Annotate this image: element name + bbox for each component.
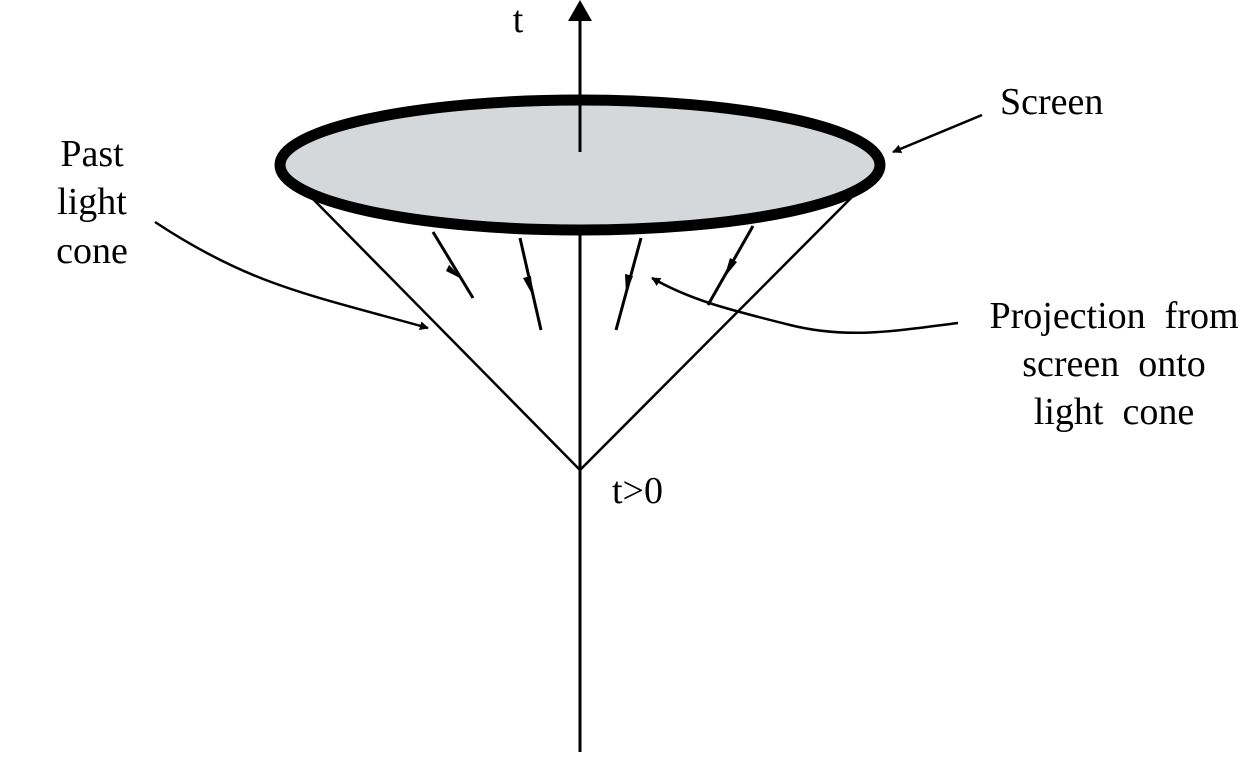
screen-pointer bbox=[892, 113, 983, 154]
light-cone-right-edge bbox=[579, 193, 856, 471]
projection-arrow bbox=[706, 225, 755, 306]
projection-arrow bbox=[518, 237, 543, 331]
projection-label-line-1: Projection from bbox=[989, 295, 1238, 337]
projection-arrows bbox=[431, 225, 755, 331]
projection-pointer bbox=[651, 276, 959, 335]
projection-arrow bbox=[431, 231, 475, 299]
past-light-cone-label-line-1: Past bbox=[60, 133, 124, 175]
past-light-cone-pointer bbox=[154, 220, 429, 331]
light-cone-left-edge bbox=[311, 197, 581, 471]
past-light-cone-label-line-2: light bbox=[57, 181, 127, 223]
past-light-cone-label-line-3: cone bbox=[56, 230, 128, 272]
projection-arrow bbox=[614, 237, 643, 331]
projection-label-line-3: light cone bbox=[1034, 391, 1194, 433]
time-axis-label: t bbox=[513, 0, 524, 41]
origin-label: t>0 bbox=[612, 470, 663, 512]
time-axis-arrowhead bbox=[568, 0, 592, 21]
screen-label: Screen bbox=[1000, 81, 1103, 123]
projection-label-line-2: screen onto bbox=[1022, 343, 1206, 385]
